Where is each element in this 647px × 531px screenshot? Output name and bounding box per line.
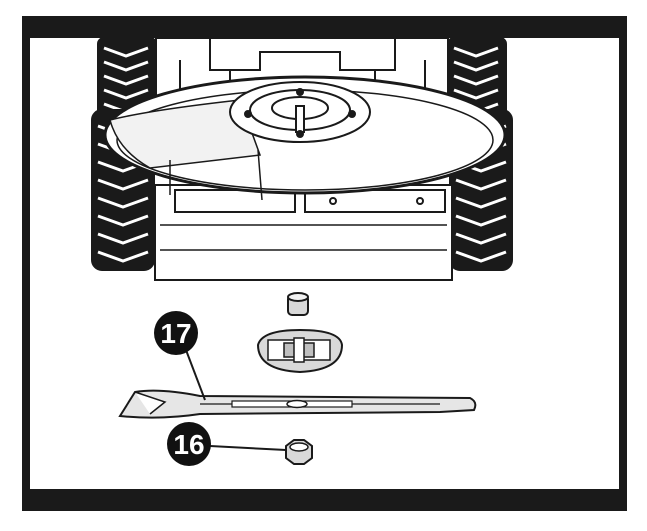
callout-leaders [185,349,287,451]
callout-16-label: 16 [173,429,204,460]
spacer-part [287,292,309,316]
motor-hub [229,81,371,143]
blade-adapter-part [256,328,344,374]
mower-blade-part [118,389,477,419]
mower-underside [91,37,513,281]
callout-17-badge: 17 [154,311,198,355]
callout-17-label: 17 [160,318,191,349]
blade-nut-part [285,439,313,465]
leader-17 [185,349,206,401]
blade-parts [118,292,477,465]
leader-16 [209,445,287,451]
callout-16-badge: 16 [167,422,211,466]
